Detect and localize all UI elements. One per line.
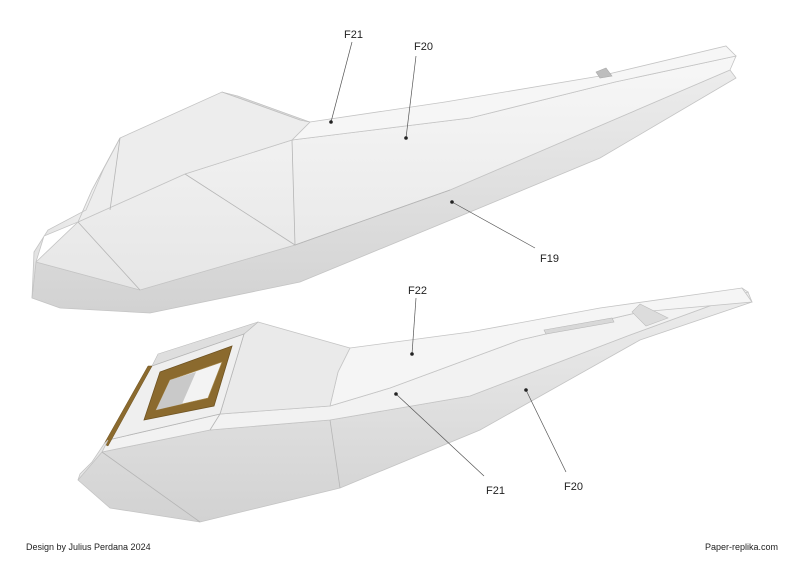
label-f21-upper: F21 xyxy=(344,29,363,41)
lower-label-f20: F20 xyxy=(524,388,583,493)
designer-credit: Design by Julius Perdana 2024 xyxy=(26,542,151,552)
upper-canopy-ridge xyxy=(221,91,311,123)
lower-label-f21: F21 xyxy=(394,392,505,497)
website-credit: Paper-replika.com xyxy=(704,542,778,552)
label-f19-upper: F19 xyxy=(540,253,559,265)
label-f20-lower: F20 xyxy=(564,481,583,493)
upper-assembly xyxy=(31,45,737,314)
upper-tail-tip xyxy=(595,67,613,79)
lower-slot xyxy=(543,317,615,335)
lower-cockpit-inner-shadow xyxy=(156,372,196,410)
label-f22-lower: F22 xyxy=(408,285,427,297)
upper-top-panel xyxy=(290,45,737,141)
label-f20-upper: F20 xyxy=(414,41,433,53)
lower-label-f22: F22 xyxy=(408,285,427,356)
lower-tail-notch xyxy=(631,303,669,327)
lower-assembly xyxy=(77,287,753,523)
upper-label-f21: F21 xyxy=(329,29,363,124)
upper-label-f19: F19 xyxy=(450,200,559,265)
lower-front-rim xyxy=(103,365,153,447)
label-f21-lower: F21 xyxy=(486,485,505,497)
upper-label-f20: F20 xyxy=(404,41,433,140)
